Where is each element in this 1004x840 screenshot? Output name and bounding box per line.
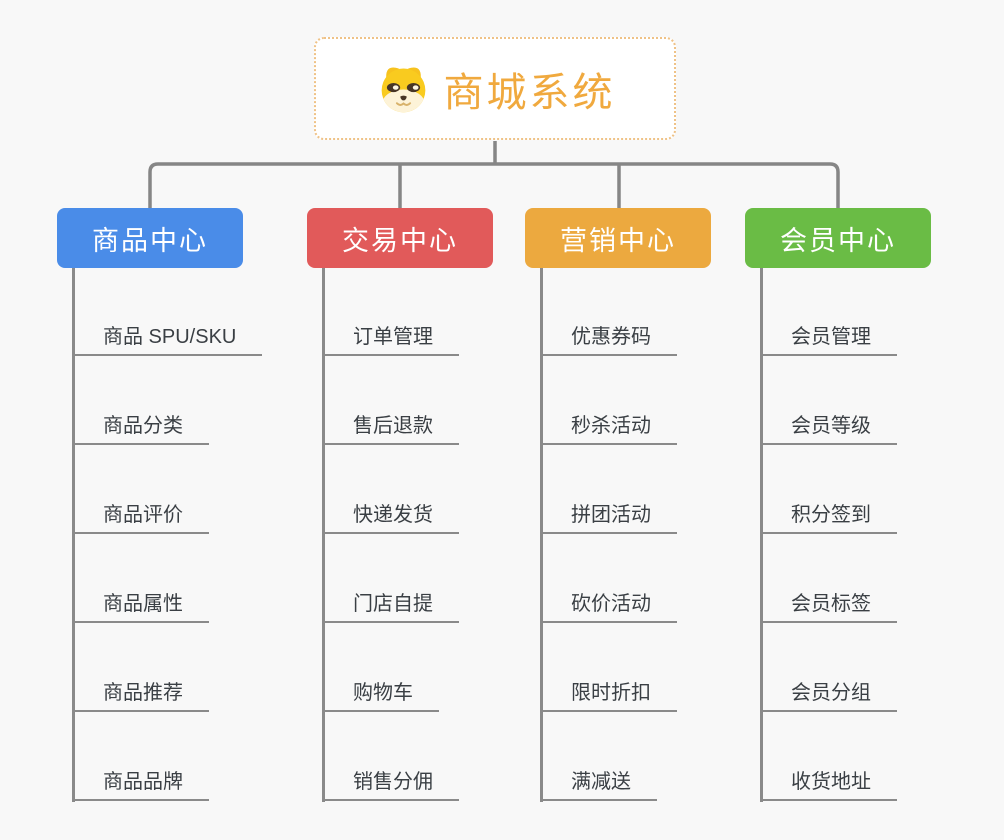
dog-icon — [381, 67, 425, 113]
branch: 交易中心 订单管理售后退款快递发货门店自提购物车销售分佣 — [307, 208, 493, 802]
branch-topic-1[interactable]: 商品中心 — [57, 208, 243, 268]
branch-items: 订单管理售后退款快递发货门店自提购物车销售分佣 — [307, 268, 493, 808]
branch-trunk-line — [760, 268, 763, 802]
branch-topic-label: 商品中心 — [92, 225, 208, 256]
branch-trunk-line — [72, 268, 75, 802]
branch: 商品中心 商品 SPU/SKU 商品分类商品评价商品属性商品推荐商品品牌 — [57, 208, 263, 802]
sub-topic[interactable]: 限时折扣 — [540, 676, 677, 712]
sub-topic[interactable]: 销售分佣 — [322, 765, 459, 801]
sub-topic[interactable]: 快递发货 — [322, 498, 459, 534]
root-topic[interactable]: 商城系统 — [314, 37, 676, 140]
sub-topic[interactable]: 商品 SPU/SKU — [72, 320, 263, 356]
sub-topic[interactable]: 会员标签 — [760, 587, 897, 623]
sub-topic[interactable]: 售后退款 — [322, 409, 459, 445]
sub-topic[interactable]: 满减送 — [540, 765, 657, 801]
branch-items: 优惠券码秒杀活动拼团活动砍价活动限时折扣满减送 — [525, 268, 711, 808]
branch-trunk-line — [322, 268, 325, 802]
branch: 营销中心 优惠券码秒杀活动拼团活动砍价活动限时折扣满减送 — [525, 208, 711, 802]
branch-topic-label: 营销中心 — [560, 225, 676, 256]
branch-items: 会员管理会员等级积分签到会员标签会员分组收货地址 — [745, 268, 931, 808]
sub-topic[interactable]: 商品推荐 — [72, 676, 209, 712]
sub-topic[interactable]: 门店自提 — [322, 587, 459, 623]
sub-topic[interactable]: 购物车 — [322, 676, 439, 712]
branch-topic-label: 会员中心 — [780, 225, 896, 256]
branch-items: 商品 SPU/SKU 商品分类商品评价商品属性商品推荐商品品牌 — [57, 268, 263, 808]
sub-topic[interactable]: 会员等级 — [760, 409, 897, 445]
branch-topic-3[interactable]: 营销中心 — [525, 208, 711, 268]
sub-topic[interactable]: 积分签到 — [760, 498, 897, 534]
root-topic-title: 商城系统 — [443, 70, 616, 115]
sub-topic[interactable]: 商品属性 — [72, 587, 209, 623]
sub-topic[interactable]: 优惠券码 — [540, 320, 677, 356]
sub-topic[interactable]: 收货地址 — [760, 765, 897, 801]
branch-topic-label: 交易中心 — [342, 225, 458, 256]
branch-trunk-line — [540, 268, 543, 802]
sub-topic[interactable]: 商品分类 — [72, 409, 209, 445]
branch-topic-4[interactable]: 会员中心 — [745, 208, 931, 268]
sub-topic[interactable]: 拼团活动 — [540, 498, 677, 534]
branch-topic-2[interactable]: 交易中心 — [307, 208, 493, 268]
sub-topic[interactable]: 会员管理 — [760, 320, 897, 356]
sub-topic[interactable]: 砍价活动 — [540, 587, 677, 623]
sub-topic[interactable]: 会员分组 — [760, 676, 897, 712]
sub-topic[interactable]: 商品品牌 — [72, 765, 209, 801]
branch: 会员中心 会员管理会员等级积分签到会员标签会员分组收货地址 — [745, 208, 931, 802]
sub-topic[interactable]: 秒杀活动 — [540, 409, 677, 445]
sub-topic[interactable]: 订单管理 — [322, 320, 459, 356]
sub-topic[interactable]: 商品评价 — [72, 498, 209, 534]
